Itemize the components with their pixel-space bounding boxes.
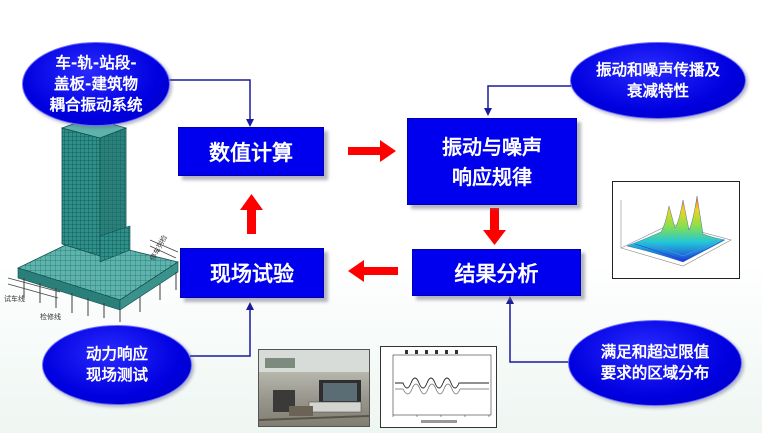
field-test-photo	[258, 349, 370, 427]
connector-propagation-to-vibration	[484, 85, 575, 116]
red-arrow-field-to-calc	[240, 194, 263, 234]
label-repair-line: 检修线	[40, 313, 61, 321]
ellipse-coupled-system: 车-轨-站段- 盖板-建筑物 耦合振动系统	[22, 42, 170, 126]
box-numeric-calc-label: 数值计算	[209, 140, 293, 165]
ellipse-propagation-line2: 衰减特性	[626, 81, 689, 100]
box-result-analysis: 结果分析	[412, 249, 581, 296]
ellipse-limit-zone-line2: 要求的区域分布	[600, 364, 710, 382]
ellipse-propagation-line1: 振动和噪声传播及	[595, 60, 720, 79]
red-arrow-vibration-to-result	[483, 208, 506, 245]
ellipse-coupled-system-line3: 耦合振动系统	[49, 95, 143, 114]
signal-plot-image	[380, 346, 497, 428]
ellipse-limit-zone-line1: 满足和超过限值	[600, 343, 710, 361]
ellipse-dynamic-test: 动力响应 现场测试	[42, 325, 192, 405]
box-vibration-noise: 振动与噪声 响应规律	[407, 118, 577, 205]
label-test-line: 试车线	[4, 295, 25, 303]
box-vibration-noise-line1: 振动与噪声	[442, 134, 542, 159]
surface-plot-image	[612, 181, 740, 279]
red-arrow-result-to-field	[348, 260, 398, 282]
box-result-analysis-label: 结果分析	[454, 261, 539, 286]
red-arrow-calc-to-vibration	[348, 140, 396, 162]
ellipse-dynamic-test-line2: 现场测试	[85, 366, 148, 384]
box-vibration-noise-line2: 响应规律	[452, 164, 532, 189]
ellipse-dynamic-test-line1: 动力响应	[85, 345, 148, 363]
box-field-test: 现场试验	[180, 248, 324, 298]
box-numeric-calc: 数值计算	[178, 127, 324, 176]
ellipse-limit-zone: 满足和超过限值 要求的区域分布	[568, 320, 742, 406]
ellipse-coupled-system-line2: 盖板-建筑物	[54, 74, 138, 93]
connector-limit-to-result	[506, 296, 570, 363]
connector-coupled-to-calc	[165, 79, 254, 127]
connector-dynamic-to-field	[190, 302, 254, 357]
ellipse-coupled-system-line1: 车-轨-站段-	[55, 53, 137, 72]
ellipse-propagation: 振动和噪声传播及 衰减特性	[570, 42, 746, 119]
box-field-test-label: 现场试验	[210, 262, 294, 286]
